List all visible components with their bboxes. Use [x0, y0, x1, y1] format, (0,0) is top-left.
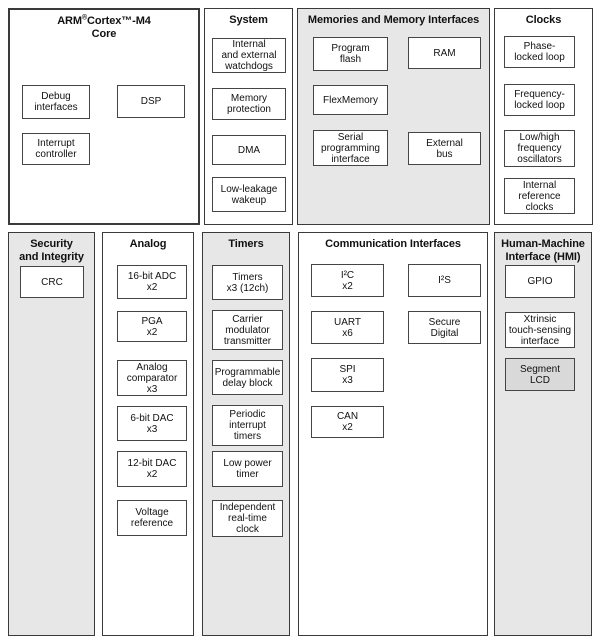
section-security: Security and Integrity CRC — [8, 232, 95, 636]
block-flexmemory: FlexMemory — [313, 85, 388, 115]
block-analog-comparator: Analog comparator x3 — [117, 360, 187, 396]
block-12bit-dac: 12-bit DAC x2 — [117, 451, 187, 487]
block-oscillators: Low/high frequency oscillators — [504, 130, 575, 167]
section-title-analog: Analog — [129, 238, 167, 250]
block-i2c: I²C x2 — [311, 264, 384, 297]
block-segment-lcd: Segment LCD — [505, 358, 575, 391]
block-phase-locked-loop: Phase- locked loop — [504, 36, 575, 68]
block-ram: RAM — [408, 37, 481, 69]
block-voltage-reference: Voltage reference — [117, 500, 187, 536]
section-title-hmi: Human-Machine Interface (HMI) — [501, 238, 585, 263]
block-carrier-modulator-transmitter: Carrier modulator transmitter — [212, 310, 283, 350]
section-communication: Communication Interfaces I²C x2 I²S UART… — [298, 232, 488, 636]
section-title-memories: Memories and Memory Interfaces — [307, 14, 480, 26]
block-16bit-adc: 16-bit ADC x2 — [117, 265, 187, 299]
section-hmi: Human-Machine Interface (HMI) GPIO Xtrin… — [494, 232, 592, 636]
block-uart: UART x6 — [311, 311, 384, 344]
block-crc: CRC — [20, 266, 84, 298]
section-timers: Timers Timers x3 (12ch) Carrier modulato… — [202, 232, 290, 636]
block-dsp: DSP — [117, 85, 185, 118]
block-independent-real-time-clock: Independent real-time clock — [212, 500, 283, 537]
block-periodic-interrupt-timers: Periodic interrupt timers — [212, 405, 283, 446]
section-analog: Analog 16-bit ADC x2 PGA x2 Analog compa… — [102, 232, 194, 636]
block-interrupt-controller: Interrupt controller — [22, 133, 90, 165]
section-title-communication: Communication Interfaces — [325, 238, 461, 250]
block-can: CAN x2 — [311, 406, 384, 438]
block-serial-programming-interface: Serial programming interface — [313, 130, 388, 166]
block-internal-reference-clocks: Internal reference clocks — [504, 178, 575, 214]
block-watchdogs: Internal and external watchdogs — [212, 38, 286, 73]
section-title-timers: Timers — [228, 238, 264, 250]
block-dma: DMA — [212, 135, 286, 165]
block-i2s: I²S — [408, 264, 481, 297]
section-clocks: Clocks Phase- locked loop Frequency- loc… — [494, 8, 593, 225]
section-memories: Memories and Memory Interfaces Program f… — [297, 8, 490, 225]
block-pga: PGA x2 — [117, 311, 187, 342]
section-title-clocks: Clocks — [525, 14, 562, 26]
block-low-power-timer: Low power timer — [212, 451, 283, 487]
block-program-flash: Program flash — [313, 37, 388, 71]
block-timers: Timers x3 (12ch) — [212, 265, 283, 300]
section-title-security: Security and Integrity — [19, 238, 84, 263]
block-xtrinsic-touch-sensing: Xtrinsic touch-sensing interface — [505, 312, 575, 348]
block-gpio: GPIO — [505, 265, 575, 298]
block-low-leakage-wakeup: Low-leakage wakeup — [212, 177, 286, 212]
block-memory-protection: Memory protection — [212, 88, 286, 120]
block-spi: SPI x3 — [311, 358, 384, 392]
section-system: System Internal and external watchdogs M… — [204, 8, 293, 225]
block-programmable-delay-block: Programmable delay block — [212, 360, 283, 395]
block-secure-digital: Secure Digital — [408, 311, 481, 344]
section-title-system: System — [229, 14, 268, 26]
block-6bit-dac: 6-bit DAC x3 — [117, 406, 187, 441]
block-debug-interfaces: Debug interfaces — [22, 85, 90, 119]
block-external-bus: External bus — [408, 132, 481, 165]
block-frequency-locked-loop: Frequency- locked loop — [504, 84, 575, 116]
